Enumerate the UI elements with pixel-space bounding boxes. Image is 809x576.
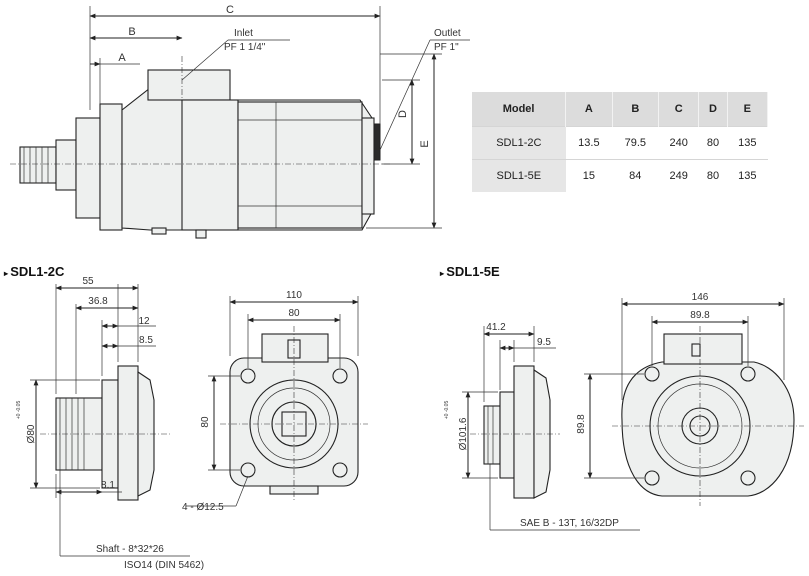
sdl1-2c-side-view xyxy=(40,365,170,501)
dim-A-label: A xyxy=(118,52,126,64)
sdl1-5e-dim-dia101: Ø101.6 xyxy=(458,417,469,450)
header-b: B xyxy=(612,92,660,127)
sdl1-5e-side-dimensions xyxy=(462,326,640,531)
cell-e: 135 xyxy=(727,159,768,192)
sdl1-5e-front-view xyxy=(612,326,804,506)
triangle-bullet-icon: ▸ xyxy=(4,269,11,278)
inlet-label: Inlet xyxy=(234,28,253,39)
outlet-label: Outlet xyxy=(434,28,461,39)
table-header-row: Model A B C D E xyxy=(472,92,769,127)
dim-B-label: B xyxy=(128,26,135,38)
cell-d: 80 xyxy=(698,126,728,160)
sdl1-5e-dim-146: 146 xyxy=(692,292,709,303)
sdl1-5e-dim-89-8-side: 89.8 xyxy=(576,414,587,434)
triangle-bullet-icon: ▸ xyxy=(440,269,447,278)
cell-a: 13.5 xyxy=(565,126,613,160)
header-c: C xyxy=(658,92,700,127)
sdl1-2c-title: SDL1-2C xyxy=(10,264,65,279)
cell-model: SDL1-2C xyxy=(472,126,566,160)
sdl1-2c-dim-8-1: 8.1 xyxy=(101,480,115,491)
cell-e: 135 xyxy=(727,126,768,160)
sdl1-5e-front-dimensions xyxy=(584,298,785,479)
sdl1-5e-title: SDL1-5E xyxy=(446,264,500,279)
cell-c: 249 xyxy=(658,159,699,192)
outlet-thread: PF 1" xyxy=(434,42,459,53)
sdl1-2c-dim-55: 55 xyxy=(82,276,94,287)
sdl1-2c-title-wrap: ▸ SDL1-2C xyxy=(4,264,64,279)
sdl1-5e-dim-89-8-top: 89.8 xyxy=(690,310,710,321)
header-e: E xyxy=(727,92,769,127)
dim-C-label: C xyxy=(226,4,234,16)
dim-E-label: E xyxy=(419,140,431,147)
sdl1-2c-shaft-line1: Shaft - 8*32*26 xyxy=(96,544,164,555)
spec-table: Model A B C D E SDL1-2C 13.5 79.5 240 80… xyxy=(472,92,769,192)
header-a: A xyxy=(565,92,613,127)
table-row: SDL1-2C 13.5 79.5 240 80 135 xyxy=(472,126,768,160)
sdl1-5e-dim-41-2: 41.2 xyxy=(486,322,506,333)
top-dimensions xyxy=(89,6,470,229)
pump-side-view xyxy=(10,56,390,239)
sdl1-2c-dim-80-side: 80 xyxy=(200,416,211,428)
sdl1-2c-shaft-line2: ISO14 (DIN 5462) xyxy=(124,560,204,571)
sdl1-2c-dim-dia80: Ø80 xyxy=(26,424,37,443)
sdl1-5e-shaft-spec: SAE B - 13T, 16/32DP xyxy=(520,518,619,529)
sdl1-2c-front-dimensions xyxy=(186,296,359,507)
sdl1-5e-dim-9-5: 9.5 xyxy=(537,337,551,348)
cell-d: 80 xyxy=(698,159,728,192)
inlet-thread: PF 1 1/4" xyxy=(224,42,266,53)
sdl1-2c-dim-36-8: 36.8 xyxy=(88,296,108,307)
cell-b: 84 xyxy=(612,159,659,192)
header-d: D xyxy=(698,92,728,127)
cell-model: SDL1-5E xyxy=(472,159,566,192)
sdl1-2c-front-view xyxy=(220,326,368,500)
sdl1-5e-title-wrap: ▸ SDL1-5E xyxy=(440,264,500,279)
header-model: Model xyxy=(472,92,567,127)
cell-b: 79.5 xyxy=(612,126,659,160)
dim-D-label: D xyxy=(397,110,409,118)
cell-c: 240 xyxy=(658,126,699,160)
table-row: SDL1-5E 15 84 249 80 135 xyxy=(472,159,768,192)
sdl1-2c-side-dimensions xyxy=(30,284,190,557)
sdl1-2c-dim-110: 110 xyxy=(286,290,302,301)
sdl1-2c-dim-dia80-tol: +0 -0.05 xyxy=(16,401,22,420)
sdl1-5e-side-view xyxy=(470,365,560,499)
sdl1-2c-dim-80-top: 80 xyxy=(288,308,300,319)
sdl1-2c-dim-12: 12 xyxy=(138,316,150,327)
cell-a: 15 xyxy=(565,159,613,192)
sdl1-2c-dim-8-5: 8.5 xyxy=(139,335,153,346)
sdl1-2c-dim-holes: 4 - Ø12.5 xyxy=(182,502,224,513)
sdl1-5e-dim-dia101-tol: +0 -0.05 xyxy=(444,401,450,420)
